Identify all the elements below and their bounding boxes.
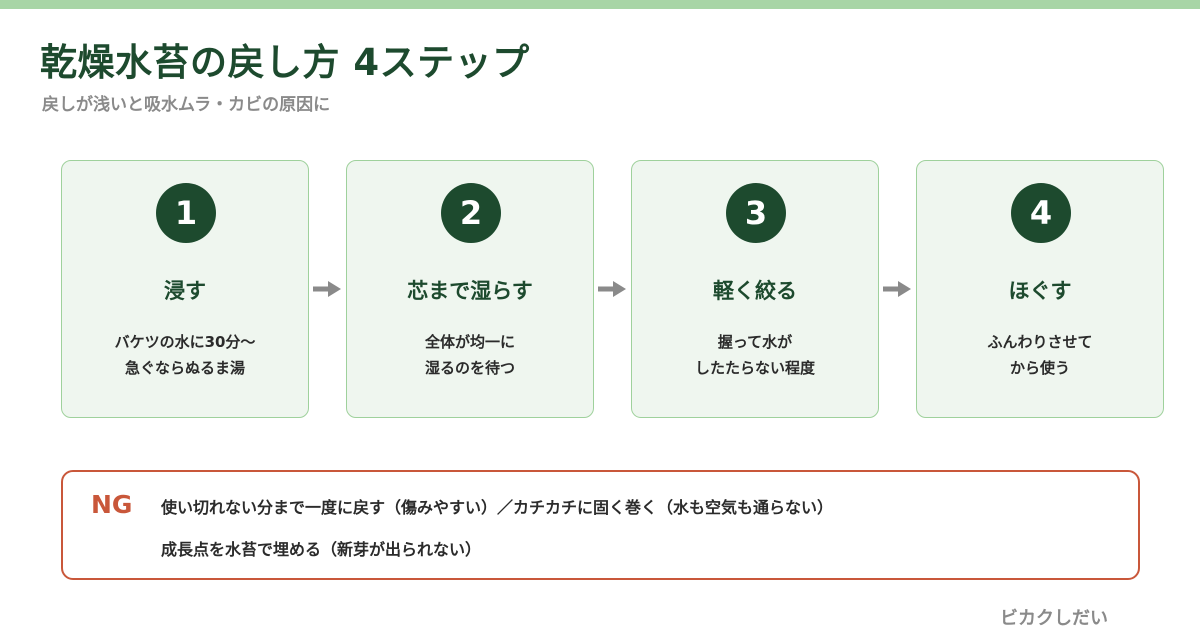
step-description-line: 全体が均一に [424,333,515,351]
step-description-line: ふんわりさせて [987,333,1093,351]
step-description-line: 急ぐならぬるま湯 [124,359,245,377]
step-title: 浸す [164,279,206,303]
step-number-badge: 4 [1011,183,1071,243]
step-number-badge: 1 [156,183,216,243]
top-accent-bar [0,0,1200,9]
step-description-line: したたらない程度 [694,359,815,377]
step-description: ふんわりさせて から使う [917,329,1163,381]
ng-label: NG [91,490,133,519]
footer-brand: ビカクしだい [1000,608,1108,629]
ng-item-line: 成長点を水苔で埋める（新芽が出られない） [161,540,482,559]
step-description-line: 握って水が [717,333,793,351]
arrow-right-icon [598,281,626,297]
step-card-2: 2 芯まで湿らす 全体が均一に 湿るのを待つ [346,160,594,418]
arrow-right-icon [883,281,911,297]
page-subtitle: 戻しが浅いと吸水ムラ・カビの原因に [42,95,331,115]
arrow-right-icon [313,281,341,297]
ng-warning-box: NG 使い切れない分まで一度に戻す（傷みやすい）／カチカチに固く巻く（水も空気も… [61,470,1140,580]
step-title: ほぐす [1008,279,1072,303]
step-description: 全体が均一に 湿るのを待つ [347,329,593,381]
step-description-line: 湿るのを待つ [424,359,515,377]
step-number-badge: 2 [441,183,501,243]
step-card-3: 3 軽く絞る 握って水が したたらない程度 [631,160,879,418]
step-number-badge: 3 [726,183,786,243]
step-description-line: から使う [1009,359,1070,377]
step-title: 芯まで湿らす [407,279,533,303]
step-card-1: 1 浸す バケツの水に30分〜 急ぐならぬるま湯 [61,160,309,418]
step-description: 握って水が したたらない程度 [632,329,878,381]
step-description-line: バケツの水に30分〜 [114,333,256,351]
step-card-4: 4 ほぐす ふんわりさせて から使う [916,160,1164,418]
ng-item-line: 使い切れない分まで一度に戻す（傷みやすい）／カチカチに固く巻く（水も空気も通らな… [161,498,834,517]
page-title: 乾燥水苔の戻し方 4ステップ [40,41,530,84]
step-title: 軽く絞る [713,279,797,303]
step-description: バケツの水に30分〜 急ぐならぬるま湯 [62,329,308,381]
